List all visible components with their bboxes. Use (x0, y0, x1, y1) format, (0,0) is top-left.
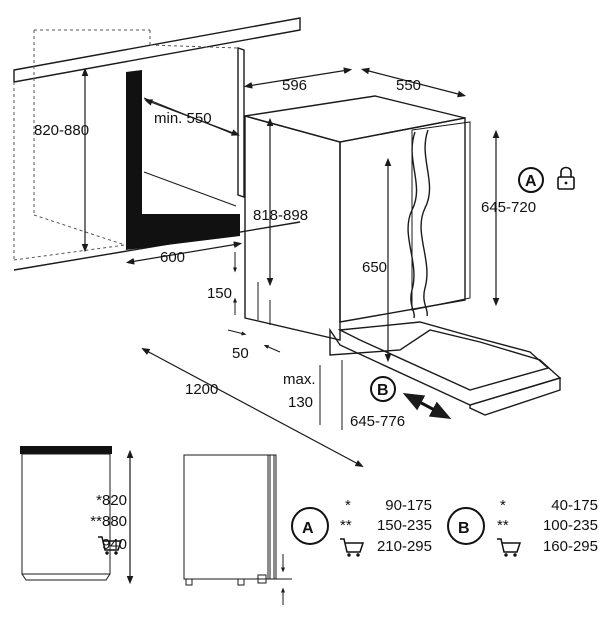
door-open-depth-dimension: 1200 (141, 348, 364, 467)
niche-height-dimension: 820-880 (34, 67, 89, 253)
marker-a-top-label: A (525, 173, 537, 190)
table-a-row2-sym: ** (340, 517, 352, 534)
open-door (329, 321, 562, 416)
table-b-row3-value: 160-295 (543, 538, 598, 555)
door-open-depth-label: 1200 (185, 381, 218, 398)
plinth-height-dimension: 150 (207, 252, 237, 315)
cabinet-depth-dimension: 550 (360, 67, 467, 98)
niche-width-label: 600 (160, 249, 185, 266)
table-a-row3-value: 210-295 (377, 538, 432, 555)
table-a: A * 90-175 ** 150-235 210-295 (291, 497, 432, 555)
min-depth-label: min. 550 (154, 110, 212, 127)
niche-height-label: 820-880 (34, 122, 89, 139)
max-value: 130 (288, 394, 313, 411)
trolley-icon (497, 538, 522, 557)
cabinet-width-label: 596 (282, 77, 307, 94)
max-label: max. (283, 371, 316, 388)
table-a-row2-value: 150-235 (377, 517, 432, 534)
table-a-row1-value: 90-175 (385, 497, 432, 514)
appliance-height-label: 818-898 (253, 207, 308, 224)
inner-height-label: 650 (362, 259, 387, 276)
side-height-1: *820 (96, 492, 127, 509)
door-adjust-arrow (402, 393, 452, 419)
plinth-depth-dimension: 50 (227, 329, 281, 362)
marker-b-top-label: B (377, 382, 389, 399)
plinth-depth-label: 50 (232, 345, 249, 362)
plinth-height-label: 150 (207, 285, 232, 302)
table-b: B * 40-175 ** 100-235 160-295 (447, 497, 598, 555)
dishwasher-body (244, 95, 471, 341)
marker-b-top: B (370, 376, 396, 402)
cabinet-width-dimension: 596 (243, 67, 353, 94)
trolley-icon (98, 536, 123, 555)
inner-height-dimension: 650 (362, 157, 392, 363)
table-b-marker: B (458, 520, 470, 537)
marker-a-top: A (518, 167, 544, 193)
side-view-left: *820 **880 940 (20, 446, 134, 585)
table-b-row1-value: 40-175 (551, 497, 598, 514)
table-b-row2-sym: ** (497, 517, 509, 534)
min-depth-dimension: min. 550 (144, 99, 240, 136)
table-b-row2-value: 100-235 (543, 517, 598, 534)
niche-width-dimension: 600 (125, 241, 243, 266)
table-a-marker: A (302, 520, 314, 537)
door-height-label: 645-720 (481, 199, 536, 216)
table-b-row1-sym: * (500, 497, 506, 514)
table-a-row1-sym: * (345, 497, 351, 514)
door-range-label: 645-776 (350, 413, 405, 430)
side-height-2: **880 (90, 513, 127, 530)
side-view-right (183, 454, 292, 605)
cabinet-depth-label: 550 (396, 77, 421, 94)
max-gap-dimension: max. 130 (283, 360, 343, 430)
door-height-dimension: 645-720 (481, 129, 536, 307)
lock-icon (557, 166, 575, 190)
trolley-icon (340, 538, 365, 557)
appliance-height-dimension: 818-898 (253, 117, 308, 287)
niche-cabinet (13, 17, 301, 271)
